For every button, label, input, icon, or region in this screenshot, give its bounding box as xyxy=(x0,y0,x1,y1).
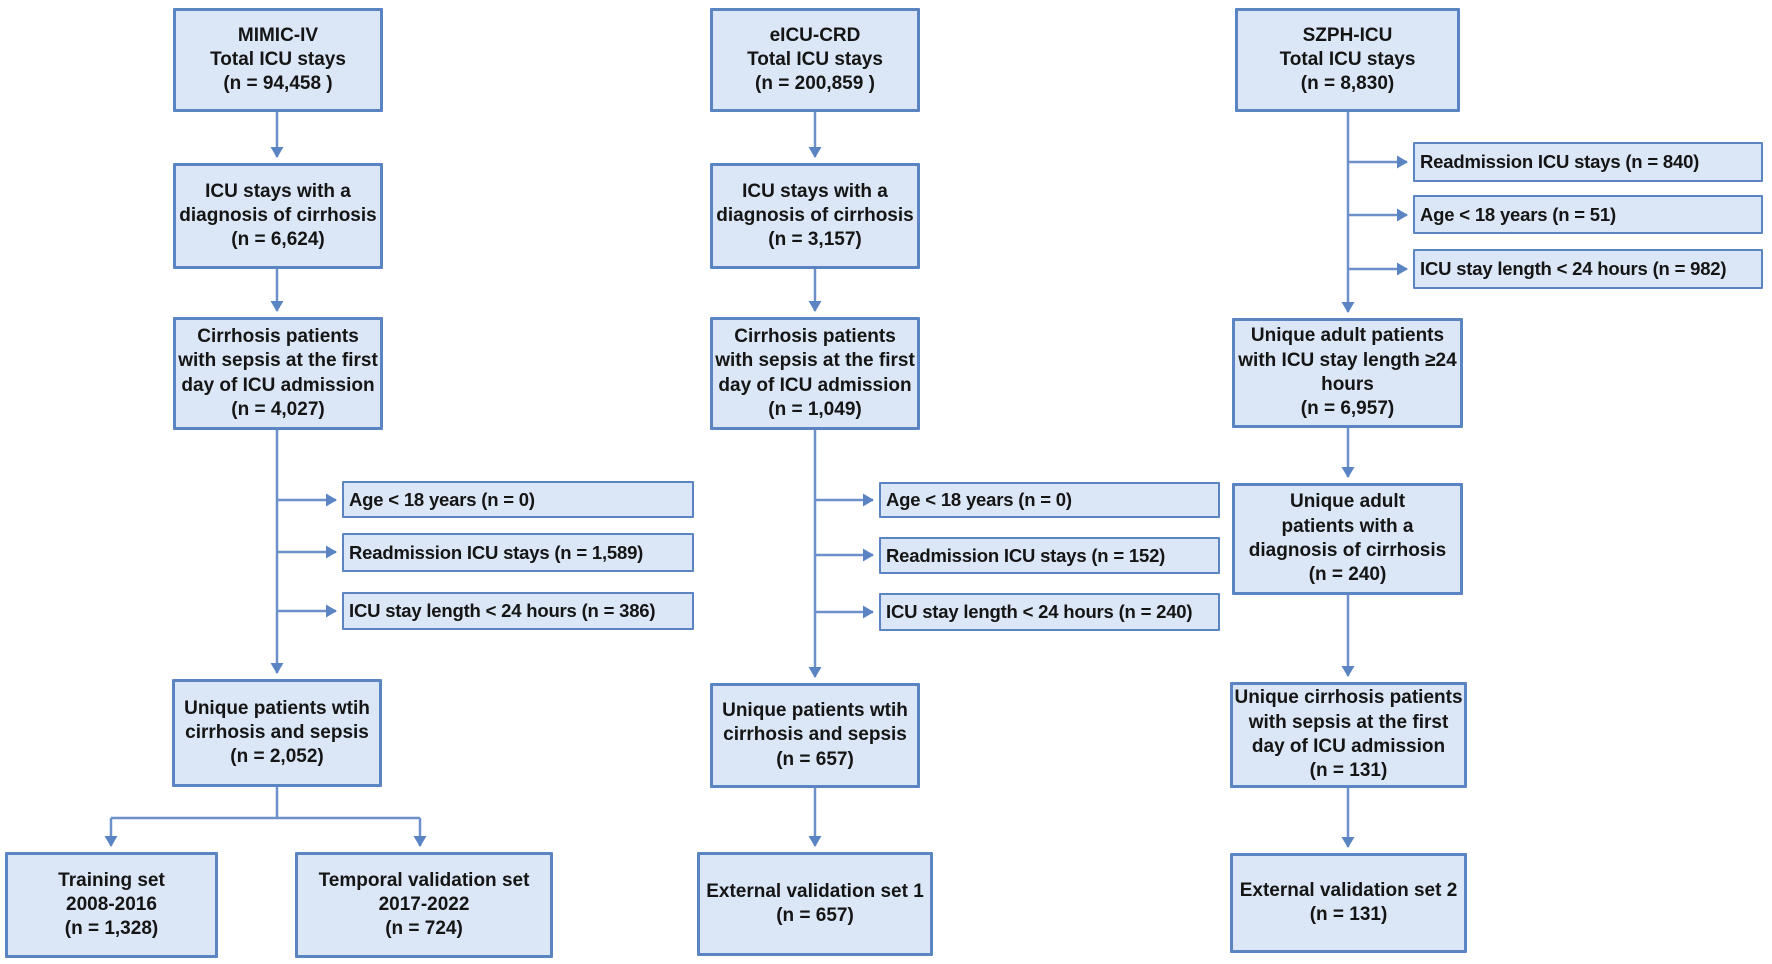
mimic-cirrhosis-box: ICU stays with a diagnosis of cirrhosis … xyxy=(173,163,383,269)
mimic-total-box: MIMIC-IV Total ICU stays (n = 94,458 ) xyxy=(173,8,383,112)
szph-exclusion-readmission-box: Readmission ICU stays (n = 840) xyxy=(1413,142,1763,182)
training-set-box: Training set 2008-2016 (n = 1,328) xyxy=(5,852,218,958)
eicu-exclusion-los-box: ICU stay length < 24 hours (n = 240) xyxy=(879,593,1220,631)
mimic-sepsis-box: Cirrhosis patients with sepsis at the fi… xyxy=(173,317,383,430)
external-validation-set2-box: External validation set 2 (n = 131) xyxy=(1230,853,1467,953)
eicu-exclusion-readmission-box: Readmission ICU stays (n = 152) xyxy=(879,537,1220,574)
szph-total-box: SZPH-ICU Total ICU stays (n = 8,830) xyxy=(1235,8,1460,112)
eicu-unique-box: Unique patients wtih cirrhosis and sepsi… xyxy=(710,683,920,788)
szph-exclusion-los-box: ICU stay length < 24 hours (n = 982) xyxy=(1413,249,1763,289)
mimic-exclusion-readmission-box: Readmission ICU stays (n = 1,589) xyxy=(342,533,694,572)
temporal-validation-set-box: Temporal validation set 2017-2022 (n = 7… xyxy=(295,852,553,958)
szph-sepsis-box: Unique cirrhosis patients with sepsis at… xyxy=(1230,682,1467,788)
mimic-unique-box: Unique patients wtih cirrhosis and sepsi… xyxy=(172,679,382,787)
eicu-exclusion-age-box: Age < 18 years (n = 0) xyxy=(879,482,1220,518)
eicu-sepsis-box: Cirrhosis patients with sepsis at the fi… xyxy=(710,317,920,430)
mimic-exclusion-age-box: Age < 18 years (n = 0) xyxy=(342,481,694,518)
szph-adult-box: Unique adult patients with ICU stay leng… xyxy=(1232,318,1463,428)
external-validation-set1-box: External validation set 1 (n = 657) xyxy=(697,852,933,956)
eicu-total-box: eICU-CRD Total ICU stays (n = 200,859 ) xyxy=(710,8,920,112)
mimic-exclusion-los-box: ICU stay length < 24 hours (n = 386) xyxy=(342,592,694,630)
eicu-cirrhosis-box: ICU stays with a diagnosis of cirrhosis … xyxy=(710,163,920,269)
szph-exclusion-age-box: Age < 18 years (n = 51) xyxy=(1413,195,1763,234)
szph-cirrhosis-box: Unique adult patients with a diagnosis o… xyxy=(1232,483,1463,595)
